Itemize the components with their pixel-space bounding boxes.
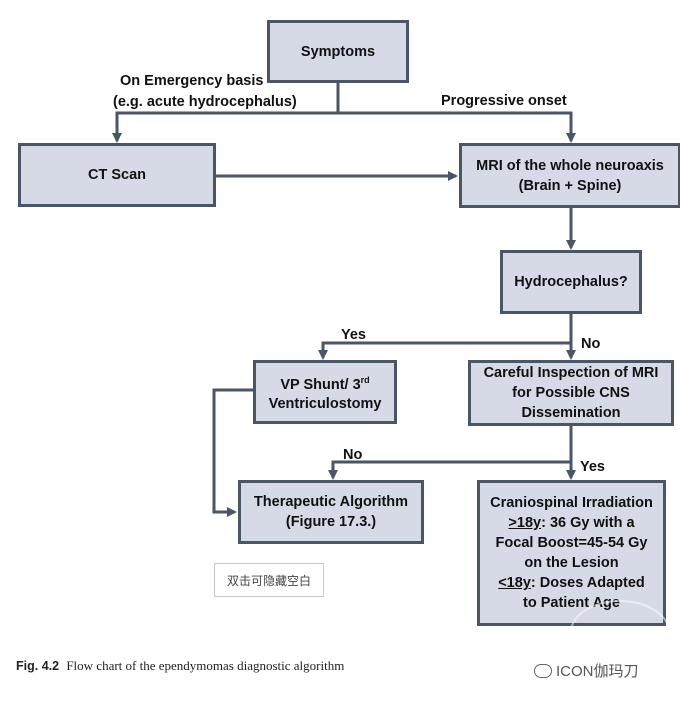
edge-label-emergency-line2: (e.g. acute hydrocephalus) <box>113 94 297 110</box>
mri-label-line2: (Brain + Spine) <box>518 177 622 194</box>
mri-label-line1: MRI of the whole neuroaxis <box>476 157 664 174</box>
figure-number: Fig. 4.2 <box>16 659 60 673</box>
ct-scan-label: CT Scan <box>87 167 146 183</box>
inspection-label-line1: Careful Inspection of MRI <box>483 365 659 381</box>
figure-caption: Fig. 4.2 Flow chart of the ependymomas d… <box>16 658 344 674</box>
therapeutic-label-line2: (Figure 17.3.) <box>285 514 377 530</box>
vp-shunt-label-line1: VP Shunt/ 3rd <box>280 374 370 393</box>
therapeutic-box: Therapeutic Algorithm (Figure 17.3.) <box>238 480 424 544</box>
symptoms-box: Symptoms <box>267 20 409 83</box>
therapeutic-label-line1: Therapeutic Algorithm <box>253 494 409 510</box>
watermark: ICON伽玛刀 <box>534 660 639 681</box>
csi-line5: <18y: Doses Adapted <box>498 575 645 591</box>
figure-caption-text: Flow chart of the ependymomas diagnostic… <box>66 658 345 673</box>
csi-title: Craniospinal Irradiation <box>490 495 653 511</box>
edge-to-vp <box>318 341 571 360</box>
hydrocephalus-label: Hydrocephalus? <box>514 274 628 290</box>
watermark-text: ICON伽玛刀 <box>556 663 639 680</box>
edge-label-yes-dissem: Yes <box>580 459 605 475</box>
inspection-box: Careful Inspection of MRI for Possible C… <box>468 360 674 426</box>
edge-label-no-dissem: No <box>343 447 363 463</box>
ct-scan-box: CT Scan <box>18 143 216 207</box>
edge-vp-therapeutic <box>212 388 254 517</box>
csi-line3: Focal Boost=45-54 Gy <box>495 535 648 551</box>
edge-label-emergency-line1: On Emergency basis <box>120 73 264 89</box>
edge-label-no-hydro: No <box>581 336 601 352</box>
edge-to-therapeutic-no <box>328 460 571 480</box>
csi-line4: on the Lesion <box>524 555 619 571</box>
inspection-label-line2: for Possible CNS <box>512 385 630 401</box>
wechat-icon <box>534 663 552 678</box>
watermark-seal <box>570 600 670 664</box>
edge-label-yes-hydro: Yes <box>341 327 366 343</box>
edge-to-mri <box>338 111 576 143</box>
vp-shunt-box: VP Shunt/ 3rd Ventriculostomy <box>253 360 397 424</box>
vp-shunt-label-line2: Ventriculostomy <box>268 396 382 413</box>
mri-box: MRI of the whole neuroaxis (Brain + Spin… <box>459 143 680 208</box>
edge-to-ct <box>112 111 338 143</box>
hydrocephalus-box: Hydrocephalus? <box>500 250 642 314</box>
hide-whitespace-button[interactable]: 双击可隐藏空白 <box>214 563 324 597</box>
csi-line2: >18y: 36 Gy with a <box>508 515 635 531</box>
inspection-label-line3: Dissemination <box>521 405 621 421</box>
symptoms-label: Symptoms <box>300 43 376 60</box>
edge-label-progressive: Progressive onset <box>441 93 567 109</box>
